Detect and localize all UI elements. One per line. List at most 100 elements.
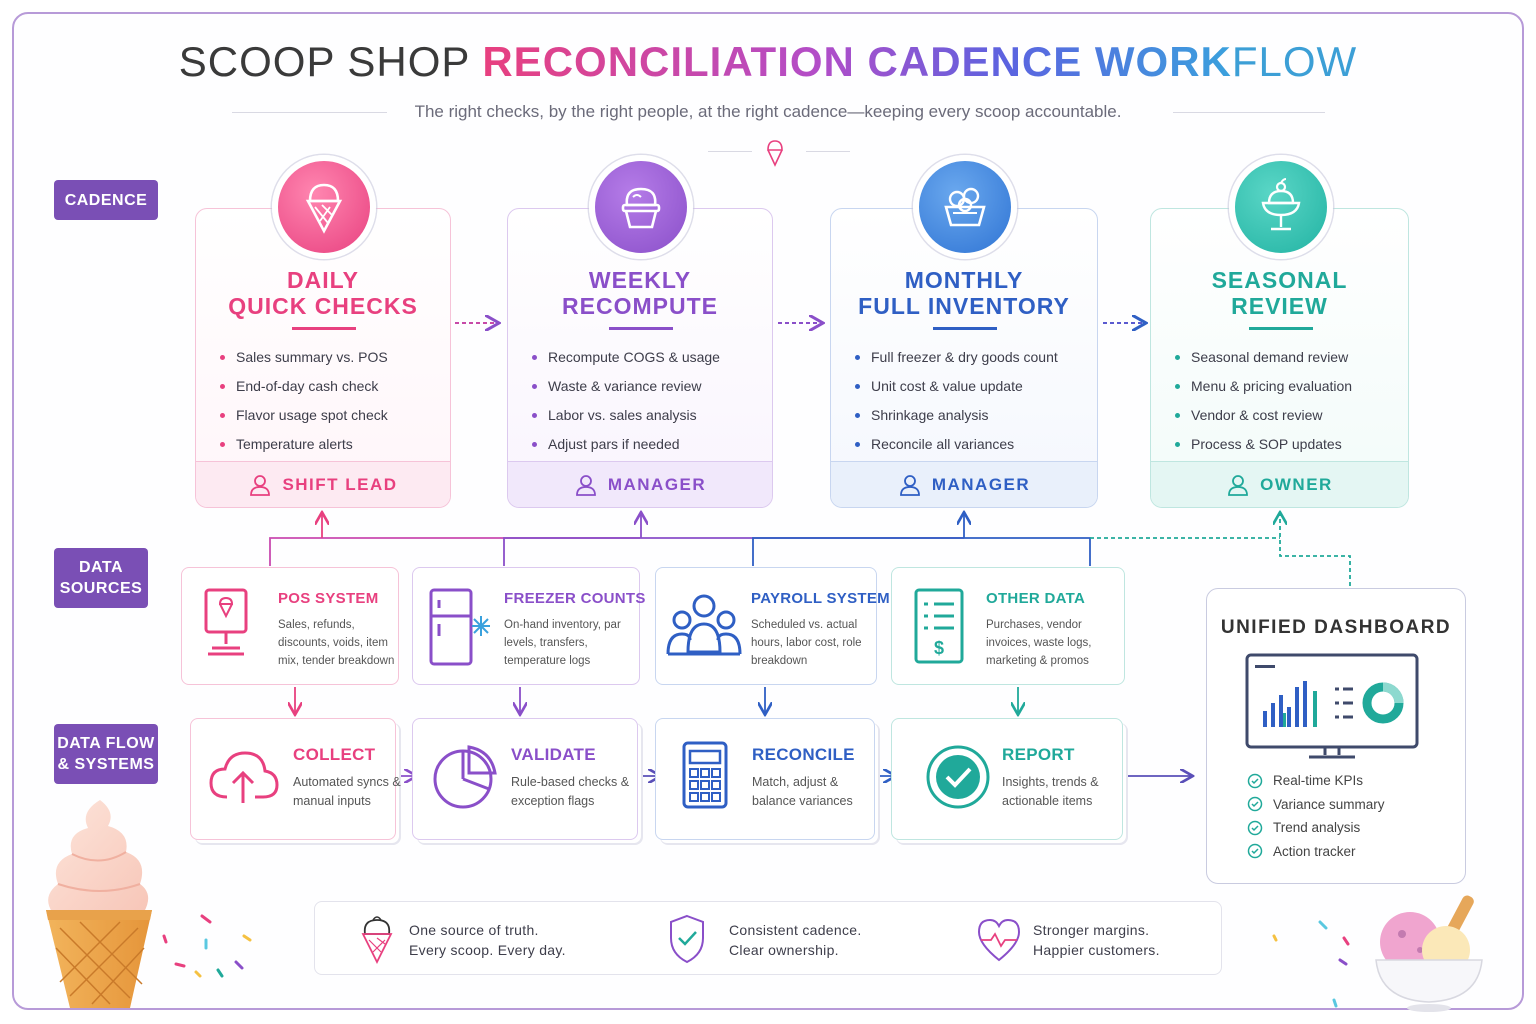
footer-line: Every scoop. Every day. xyxy=(409,942,566,958)
check-circle-icon xyxy=(926,745,990,809)
title-underline xyxy=(933,327,997,330)
step-title: REPORT xyxy=(1002,745,1075,764)
ornament-line-right xyxy=(806,151,850,152)
step-title: COLLECT xyxy=(293,745,376,764)
cadence-card-monthly: MONTHLY FULL INVENTORY Full freezer & dr… xyxy=(830,155,1098,508)
data-source-pos: POS SYSTEM Sales, refunds, discounts, vo… xyxy=(181,567,399,685)
subtitle-divider-left xyxy=(232,112,387,113)
side-label-data-flow: DATA FLOW & SYSTEMS xyxy=(54,724,158,784)
cadence-card-seasonal: SEASONAL REVIEW Seasonal demand review M… xyxy=(1150,155,1409,508)
ice-cream-cone-icon xyxy=(272,155,376,259)
pos-terminal-icon xyxy=(204,588,248,656)
footer-line: Consistent cadence. xyxy=(729,922,862,938)
list-item: Reconcile all variances xyxy=(853,430,1058,459)
footer-message-margins: Stronger margins.Happier customers. xyxy=(1033,920,1160,960)
cloud-upload-icon xyxy=(209,751,279,803)
list-item: Shrinkage analysis xyxy=(853,401,1058,430)
list-item: Full freezer & dry goods count xyxy=(853,343,1058,372)
list-item: Sales summary vs. POS xyxy=(218,343,388,372)
list-item: Real-time KPIs xyxy=(1247,769,1385,793)
footer-message-cadence: Consistent cadence. Clear ownership. xyxy=(729,920,862,960)
source-description: Scheduled vs. actual hours, labor cost, … xyxy=(751,619,862,667)
card-title: MONTHLY FULL INVENTORY xyxy=(858,267,1070,319)
user-icon xyxy=(250,474,271,496)
ornament-line-left xyxy=(708,151,752,152)
dashboard-title: UNIFIED DASHBOARD xyxy=(1220,617,1452,638)
step-description: Match, adjust & balance variances xyxy=(752,775,853,808)
cadence-card-daily: DAILY QUICK CHECKS Sales summary vs. POS… xyxy=(195,155,451,508)
user-icon xyxy=(899,474,920,496)
ice-cream-tub-icon xyxy=(913,155,1017,259)
source-title: POS SYSTEM xyxy=(278,590,379,607)
source-description: Purchases, vendor invoices, waste logs, … xyxy=(986,619,1092,667)
invoice-icon: $ xyxy=(914,588,964,664)
flow-step-validate: VALIDATE Rule-based checks & exception f… xyxy=(412,718,638,840)
ice-cream-cone-icon xyxy=(767,140,783,167)
heart-icon xyxy=(977,918,1021,962)
source-title: FREEZER COUNTS xyxy=(504,590,646,607)
footer-line: Clear ownership. xyxy=(729,942,839,958)
user-icon xyxy=(575,474,596,496)
list-item: Vendor & cost review xyxy=(1173,401,1352,430)
feature-label: Trend analysis xyxy=(1273,820,1361,835)
sprinkles-decoration xyxy=(162,914,252,978)
feature-label: Action tracker xyxy=(1273,843,1356,859)
side-label-data-sources: DATA SOURCES xyxy=(54,548,148,608)
monitor-icon xyxy=(1245,653,1419,759)
flow-step-report: REPORT Insights, trends & actionable ite… xyxy=(891,718,1123,840)
list-item: Trend analysis xyxy=(1247,816,1385,840)
ice-cream-cone-icon xyxy=(361,916,393,965)
list-item: Waste & variance review xyxy=(530,372,720,401)
step-title: VALIDATE xyxy=(511,745,596,764)
card-title: WEEKLY RECOMPUTE xyxy=(562,267,718,319)
data-source-payroll: PAYROLL SYSTEM Scheduled vs. actual hour… xyxy=(655,567,890,685)
list-item: Adjust pars if needed xyxy=(530,430,720,459)
owner-role: MANAGER xyxy=(508,461,772,507)
list-item: Recompute COGS & usage xyxy=(530,343,720,372)
calculator-icon xyxy=(682,741,728,809)
list-item: End-of-day cash check xyxy=(218,372,388,401)
check-list: Recompute COGS & usage Waste & variance … xyxy=(530,343,720,459)
source-description: On-hand inventory, par levels, transfers… xyxy=(504,619,621,667)
sprinkles-decoration xyxy=(1272,920,1350,1008)
soft-serve-cone-illustration xyxy=(46,800,152,1008)
step-description: Automated syncs & manual inputs xyxy=(293,775,401,808)
flow-step-collect: COLLECT Automated syncs & manual inputs xyxy=(190,718,401,840)
dashboard-features: Real-time KPIs Variance summary Trend an… xyxy=(1247,769,1385,863)
title-underline xyxy=(609,327,673,330)
ice-cream-bowl-illustration xyxy=(1375,895,1483,1012)
cupcake-icon xyxy=(589,155,693,259)
team-icon xyxy=(666,594,742,656)
title-underline xyxy=(292,327,356,330)
check-list: Sales summary vs. POS End-of-day cash ch… xyxy=(218,343,388,459)
list-item: Variance summary xyxy=(1247,793,1385,817)
source-title: PAYROLL SYSTEM xyxy=(751,590,890,607)
check-circle-icon xyxy=(1247,797,1263,812)
list-item: Temperature alerts xyxy=(218,430,388,459)
owner-role: MANAGER xyxy=(831,461,1097,507)
owner-label: MANAGER xyxy=(931,474,1031,494)
cadence-card-weekly: WEEKLY RECOMPUTE Recompute COGS & usage … xyxy=(507,155,773,508)
list-item: Unit cost & value update xyxy=(853,372,1058,401)
page-title: SCOOP SHOP RECONCILIATION CADENCE WORKFL… xyxy=(178,38,1358,85)
source-description: Sales, refunds, discounts, voids, item m… xyxy=(278,619,395,667)
owner-role: OWNER xyxy=(1151,461,1408,507)
feature-label: Variance summary xyxy=(1273,796,1385,812)
pie-chart-icon xyxy=(433,745,497,809)
owner-role: SHIFT LEAD xyxy=(196,461,450,507)
data-source-freezer: FREEZER COUNTS On-hand inventory, par le… xyxy=(412,567,645,685)
footer-message-truth: One source of truth.Every scoop. Every d… xyxy=(409,920,566,960)
unified-dashboard: UNIFIED DASHBOARD Real-time KPIs Varianc… xyxy=(1206,588,1466,884)
freezer-icon xyxy=(429,588,490,666)
step-description: Insights, trends & actionable items xyxy=(1002,775,1099,808)
footer-banner: One source of truth.Every scoop. Every d… xyxy=(314,901,1222,975)
sundae-icon xyxy=(1229,155,1333,259)
list-item: Seasonal demand review xyxy=(1173,343,1352,372)
card-title: DAILY QUICK CHECKS xyxy=(228,267,418,319)
check-list: Seasonal demand review Menu & pricing ev… xyxy=(1173,343,1352,459)
check-circle-icon xyxy=(1247,773,1263,788)
owner-label: MANAGER xyxy=(607,474,707,494)
subtitle-divider-right xyxy=(1173,112,1325,113)
list-item: Flavor usage spot check xyxy=(218,401,388,430)
footer-line: Stronger margins. xyxy=(1033,922,1150,938)
